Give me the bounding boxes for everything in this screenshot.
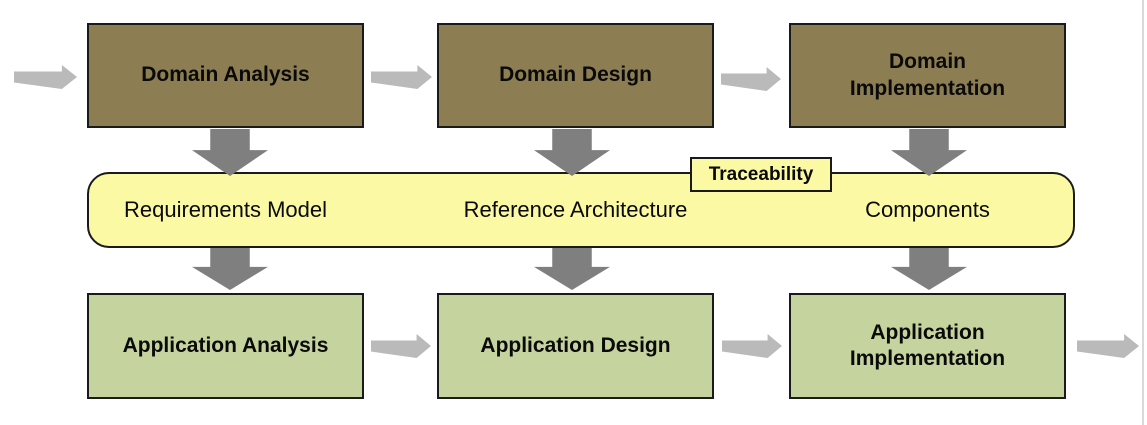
domain-design-box: Domain Design: [437, 23, 714, 128]
application-design-label: Application Design: [480, 333, 671, 357]
requirements-model-label: Requirements Model: [124, 197, 327, 222]
domain-design-label: Domain Design: [499, 63, 652, 87]
arrow-reference-architecture-to-application-design: [534, 248, 610, 290]
arrow-application-design-to-application-implementation: [722, 334, 782, 358]
application-analysis-box: Application Analysis: [87, 293, 364, 399]
domain-implementation-box: Domain Implementation: [789, 23, 1066, 128]
arrow-domain-analysis-to-domain-design: [371, 65, 432, 89]
application-implementation-label: Application Implementation: [849, 320, 1006, 370]
domain-implementation-label: Domain Implementation: [849, 50, 1006, 100]
application-implementation-box: Application Implementation: [789, 293, 1066, 399]
arrow-requirements-model-to-application-analysis: [192, 248, 268, 290]
arrow-domain-implementation-to-components: [891, 129, 967, 176]
arrow-domain-design-to-domain-implementation: [721, 67, 781, 91]
flow-exit-arrow: [1077, 334, 1139, 358]
reference-architecture-label: Reference Architecture: [463, 197, 688, 222]
arrow-domain-design-to-reference-architecture: [534, 129, 610, 176]
arrow-components-to-application-implementation: [891, 248, 967, 290]
flow-entry-arrow: [14, 65, 77, 89]
page-edge-line: [1142, 0, 1144, 425]
arrow-domain-analysis-to-requirements-model: [192, 129, 268, 176]
domain-analysis-label: Domain Analysis: [141, 63, 310, 87]
application-design-box: Application Design: [437, 293, 714, 399]
traceability-band: [87, 172, 1075, 248]
arrow-application-analysis-to-application-design: [371, 334, 431, 358]
traceability-label: Traceability: [708, 163, 814, 185]
application-analysis-label: Application Analysis: [122, 333, 329, 357]
domain-analysis-box: Domain Analysis: [87, 23, 364, 128]
components-label: Components: [865, 197, 990, 222]
traceability-tag-box: Traceability: [690, 157, 832, 192]
